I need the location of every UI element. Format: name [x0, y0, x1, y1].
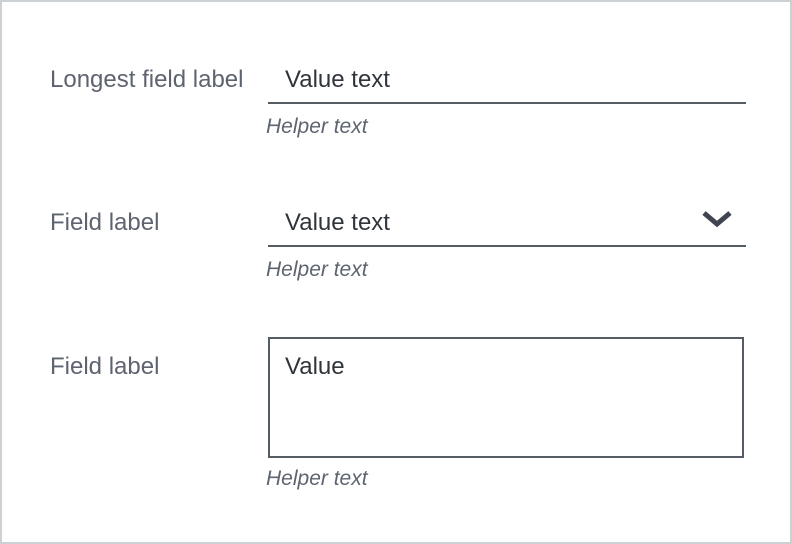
text-input-label: Longest field label [50, 66, 244, 93]
select-label: Field label [50, 209, 160, 236]
textarea-input[interactable]: Value [268, 337, 744, 458]
text-input[interactable]: Value text [268, 62, 746, 104]
textarea-label: Field label [50, 353, 160, 380]
text-input-helper-text: Helper text [266, 115, 368, 138]
textarea-helper-text: Helper text [266, 467, 368, 490]
select-input[interactable]: Value text [268, 205, 746, 247]
chevron-down-icon [702, 211, 732, 228]
select-helper-text: Helper text [266, 258, 368, 281]
